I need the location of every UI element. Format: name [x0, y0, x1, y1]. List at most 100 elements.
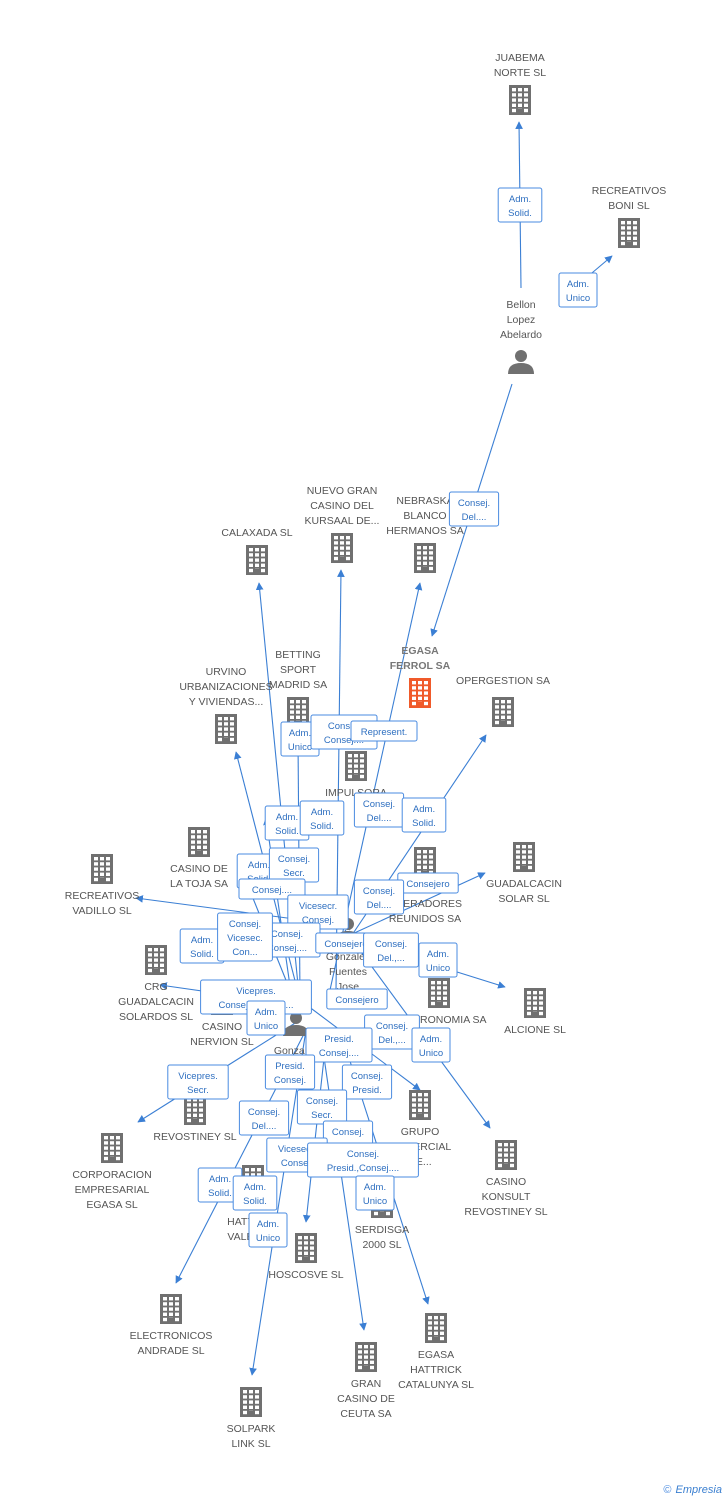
role-text: Consej. [332, 1127, 364, 1138]
role-label[interactable]: Consej.Secr. [296, 1089, 348, 1125]
node-label: ANDRADE SL [137, 1345, 204, 1357]
node-alcione[interactable]: ALCIONE SL [504, 988, 566, 1036]
role-label[interactable]: Adm. Unico [280, 721, 320, 757]
role-label[interactable]: Adm.Solid. [299, 800, 345, 836]
role-text: Consej. [274, 1075, 306, 1086]
role-text: Consej.... [252, 885, 292, 896]
role-label[interactable]: Adm.Unico [418, 942, 458, 978]
role-text: Presid. [324, 1034, 354, 1045]
role-text: Del.... [367, 813, 392, 824]
node-label: 2000 SL [362, 1239, 401, 1251]
role-label[interactable]: Consejero [397, 872, 459, 894]
footer-brand[interactable]: ©Empresia [663, 1484, 722, 1496]
node-revostiney[interactable]: REVOSTINEY SL [153, 1095, 237, 1143]
node-label: SPORT [280, 664, 317, 676]
role-label[interactable]: Consej. Presid.,Consej.... [307, 1142, 419, 1178]
role-text: Solid. [275, 826, 299, 837]
node-label: RECREATIVOS [592, 185, 666, 197]
role-text: Consej. [375, 939, 407, 950]
role-label[interactable]: Consej.Del.,... [363, 932, 419, 968]
role-label[interactable]: Presid. Consej. [264, 1054, 316, 1090]
role-label[interactable]: Consejero [326, 988, 388, 1010]
role-text: Solid. [508, 208, 532, 219]
node-label: GRUPO [401, 1126, 440, 1138]
role-text: Consej.... [324, 735, 364, 746]
node-label: NEBRASKA [396, 495, 453, 507]
node-label: ALCIONE SL [504, 1024, 566, 1036]
role-text: Consej. [271, 929, 303, 940]
role-label[interactable]: Represent. [350, 720, 418, 742]
role-label[interactable]: Adm.Unico [248, 1212, 288, 1248]
role-text: Unico [256, 1233, 280, 1244]
role-label[interactable]: Consej.Vicesec.Con... [217, 912, 273, 962]
brand-name: Empresia [675, 1484, 722, 1496]
building-icon [409, 678, 431, 708]
role-label[interactable]: Adm.Unico [246, 1000, 286, 1036]
role-text: Adm. [244, 1182, 266, 1193]
role-label[interactable]: Consej.... [238, 878, 306, 900]
building-icon [495, 1140, 517, 1170]
role-label[interactable]: Consej.Del.... [353, 792, 405, 828]
role-text: Unico [426, 963, 450, 974]
role-label[interactable]: Consej.Del.... [238, 1100, 290, 1136]
node-calaxada[interactable]: CALAXADA SL [221, 527, 293, 575]
node-opergestion[interactable]: OPERGESTION SA [456, 675, 550, 727]
role-label[interactable]: Consejero [315, 932, 377, 954]
role-label[interactable]: Adm.Unico [558, 272, 598, 308]
role-label[interactable]: Adm. Solid. [264, 805, 310, 841]
role-text: Unico [363, 1196, 387, 1207]
role-label[interactable]: Consej.Presid. [341, 1064, 393, 1100]
role-text: Adm. [364, 1182, 386, 1193]
role-label[interactable]: Consej.Del.... [448, 491, 500, 527]
node-label: SOLPARK [227, 1423, 276, 1435]
role-text: Consejero [406, 879, 449, 890]
role-text: Adm. [191, 935, 213, 946]
role-text: Presid. [275, 1061, 305, 1072]
role-label[interactable]: Presid. Consej.... [305, 1027, 373, 1063]
role-text: Solid. [208, 1188, 232, 1199]
role-label[interactable]: Consej.Secr. [268, 847, 320, 883]
role-label[interactable]: Adm.Solid. [401, 797, 447, 833]
role-label[interactable]: Adm.Solid. [497, 187, 543, 223]
role-label[interactable]: Adm.Solid. [179, 928, 225, 964]
role-label[interactable]: Adm.Unico [411, 1027, 451, 1063]
building-icon [492, 697, 514, 727]
role-label[interactable]: Adm.Solid. [232, 1175, 278, 1211]
node-hoscosve[interactable]: HOSCOSVE SL [268, 1233, 344, 1281]
node-label: KURSAAL DE... [305, 515, 380, 527]
node-label: VADILLO SL [72, 905, 131, 917]
role-text: Secr. [311, 1110, 333, 1121]
role-text: Adm. [276, 812, 298, 823]
role-text: Adm. [289, 728, 311, 739]
role-label[interactable]: Consej.Del.,... [364, 1014, 420, 1050]
role-text: Presid.,Consej.... [327, 1163, 399, 1174]
role-label[interactable]: Adm. Unico [355, 1175, 395, 1211]
role-text: Consej. [347, 1149, 379, 1160]
role-text: Unico [288, 742, 312, 753]
role-label[interactable]: Vicepres.Secr. [167, 1064, 229, 1100]
node-label: CASINO DEL [310, 500, 374, 512]
building-icon [215, 714, 237, 744]
building-icon [101, 1133, 123, 1163]
role-label[interactable]: Consej.Del.... [353, 879, 405, 915]
role-text: Consej.... [319, 1048, 359, 1059]
